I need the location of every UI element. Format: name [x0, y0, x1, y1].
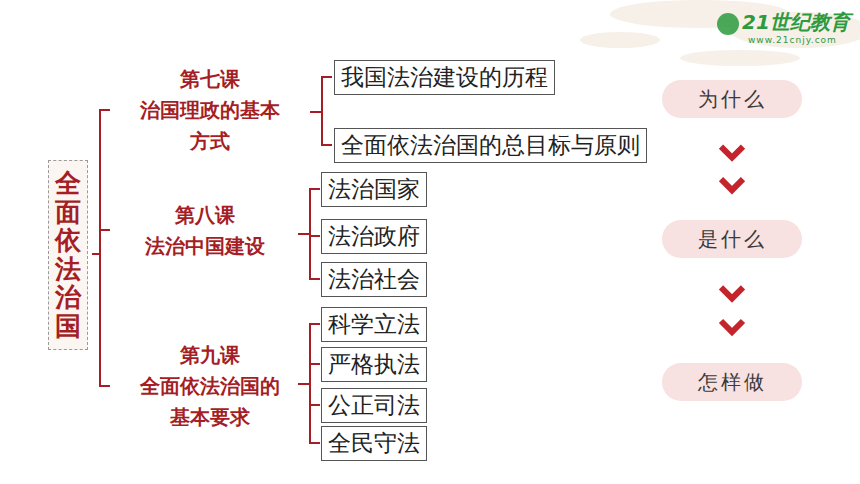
section-box: 科学立法: [321, 307, 427, 342]
section-box: 法治政府: [321, 219, 427, 254]
bracket-lesson7: [310, 77, 332, 145]
section-box: 法治社会: [321, 262, 427, 297]
section-box: 全面依法治国的总目标与原则: [334, 128, 647, 163]
section-box: 全民守法: [321, 426, 427, 461]
chevron-connector: [721, 147, 743, 191]
watermark: 21世纪教育: [742, 10, 850, 34]
node-text: 我国法治建设的历程: [341, 62, 548, 93]
question-pill: 怎样做: [662, 363, 802, 401]
node-text: 全民守法: [328, 428, 420, 459]
lesson-number: 第七课: [140, 64, 280, 95]
lesson-title: 全面依法治国的基本要求: [140, 371, 280, 433]
node-text: 为什么: [662, 80, 802, 118]
cloud-pattern: [580, 0, 860, 66]
lesson-title: 法治中国建设: [135, 231, 275, 262]
node-text: 法治政府: [328, 221, 420, 252]
question-pill: 是什么: [662, 220, 802, 258]
node-text: 法治社会: [328, 264, 420, 295]
section-box: 我国法治建设的历程: [334, 60, 555, 95]
lesson-number: 第九课: [140, 340, 280, 371]
node-text: 科学立法: [328, 309, 420, 340]
node-text: 是什么: [662, 220, 802, 258]
node-text: 公正司法: [328, 390, 420, 421]
brackets: [92, 77, 332, 443]
node-text: 法治国家: [328, 174, 420, 205]
node-text: 严格执法: [328, 349, 420, 380]
topic-box: 全面依法治国: [48, 160, 88, 350]
chevron-connector: [721, 287, 743, 332]
bracket-lesson8: [298, 189, 320, 279]
node-text: 全面依法治国的总目标与原则: [341, 130, 640, 161]
main-bracket: [92, 110, 110, 386]
section-box: 严格执法: [321, 347, 427, 382]
section-box: 公正司法: [321, 388, 427, 423]
watermark: www.21cnjy.com: [748, 35, 837, 45]
lesson-number: 第八课: [135, 200, 275, 231]
bracket-lesson9: [298, 324, 320, 443]
node-text: 全面依法治国: [55, 169, 81, 341]
lesson-title: 治国理政的基本方式: [140, 95, 280, 157]
logo-mark: [717, 13, 739, 35]
section-box: 法治国家: [321, 172, 427, 207]
question-pill: 为什么: [662, 80, 802, 118]
node-text: 怎样做: [662, 363, 802, 401]
